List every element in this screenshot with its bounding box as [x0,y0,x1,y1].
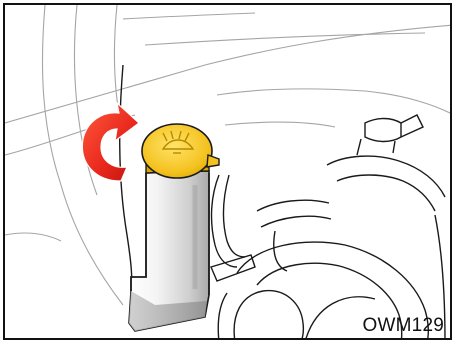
figure-code: OWM129 [363,316,444,335]
washer-reservoir-illustration [5,5,452,340]
engine-components [211,115,445,340]
figure-frame: OWM129 [3,3,452,340]
engine-bay-sketch [5,5,452,305]
reservoir-neck [129,171,209,331]
counterclockwise-arrow-icon [82,103,139,181]
reservoir-cap [142,124,219,178]
